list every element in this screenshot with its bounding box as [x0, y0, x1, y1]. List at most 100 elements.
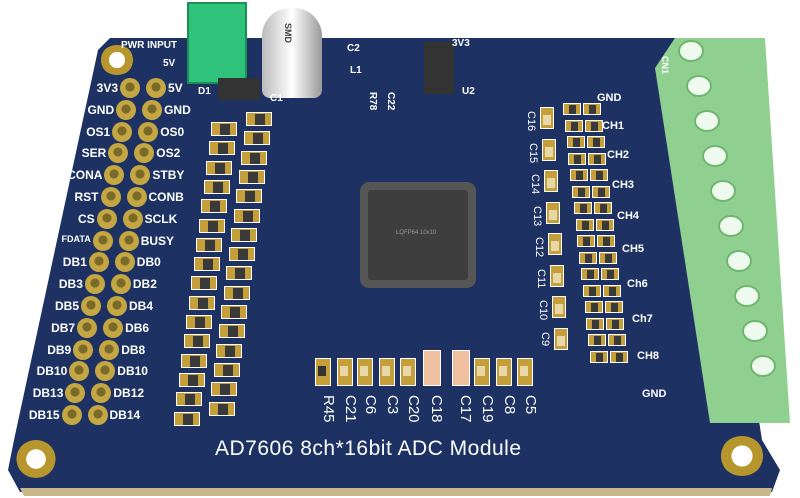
- capacitor: [554, 327, 568, 350]
- resistor: [208, 141, 235, 156]
- header-label-left: 3V3: [96, 81, 118, 95]
- resistor: [186, 315, 212, 329]
- resistor: [178, 372, 205, 387]
- resistor: [211, 122, 237, 136]
- resistor: [173, 411, 200, 426]
- resistor: [183, 334, 210, 349]
- header-pin: [84, 274, 105, 295]
- component-label: C18: [428, 395, 445, 423]
- header-pin: [107, 296, 127, 316]
- header-pin: [112, 121, 133, 142]
- resistor: [188, 295, 215, 310]
- header-pin: [126, 187, 147, 207]
- header-label-right: DB4: [129, 299, 154, 313]
- component-label: C8: [501, 395, 518, 415]
- resistor: [243, 131, 270, 146]
- header-pin: [134, 143, 155, 164]
- l1-label: L1: [350, 65, 362, 76]
- header-label-right: DB0: [136, 255, 161, 270]
- header-pin: [114, 252, 135, 273]
- resistor: [223, 285, 250, 300]
- component-label: C20: [405, 395, 422, 423]
- resistor: [570, 169, 589, 181]
- capacitor-label: C10: [537, 300, 549, 321]
- header-label-right: OS0: [160, 124, 185, 139]
- header-label-right: DB10: [117, 364, 148, 379]
- resistor: [608, 334, 627, 346]
- header-pin: [99, 339, 120, 360]
- header-label-right: CONB: [148, 190, 184, 204]
- c22-label: C22: [385, 92, 396, 111]
- component-label: R45: [320, 395, 337, 423]
- header-pin: [91, 383, 112, 404]
- regulator-u2: [424, 42, 454, 94]
- resistor: [176, 392, 202, 407]
- header-label-left: DB10: [36, 364, 68, 379]
- capacitor: [552, 296, 566, 318]
- electrolytic-capacitor: SMD: [262, 8, 322, 98]
- terminal-label: CH1: [602, 120, 625, 132]
- resistor: [563, 103, 581, 115]
- header-pin: [116, 99, 137, 120]
- terminal-screw: [710, 180, 736, 202]
- resistor: [246, 112, 272, 126]
- resistor: [208, 401, 235, 416]
- header-label-left: DB9: [47, 342, 72, 357]
- header-label-right: DB12: [113, 386, 145, 401]
- component-label: C17: [457, 395, 474, 423]
- resistor: [586, 136, 605, 148]
- header-label-left: DB7: [51, 320, 76, 335]
- resistor: [213, 362, 240, 377]
- regulator-3v3-label: 3V3: [452, 38, 470, 49]
- resistor: [575, 218, 594, 231]
- terminal-screw: [678, 40, 704, 62]
- resistor: [595, 218, 614, 231]
- component: [357, 358, 373, 386]
- header-label-left: SER: [81, 146, 107, 161]
- d1-label: D1: [198, 86, 211, 97]
- terminal-label: CH8: [637, 350, 660, 362]
- terminal-label: Ch6: [627, 278, 648, 290]
- terminal-label: CH4: [617, 210, 640, 222]
- header-pin: [69, 361, 90, 382]
- header-label-right: DB8: [121, 342, 146, 357]
- header-label-left: FDATA: [61, 233, 91, 244]
- resistor: [201, 199, 227, 214]
- header-label-right: STBY: [152, 168, 185, 183]
- resistor: [241, 150, 267, 165]
- resistor: [606, 317, 625, 330]
- resistor: [572, 185, 590, 198]
- component-label: C19: [479, 395, 496, 423]
- header-pin: [61, 405, 82, 425]
- header-pin: [138, 121, 159, 142]
- header-pin: [103, 317, 124, 338]
- cn1-label: CN1: [660, 55, 671, 75]
- header-pin: [110, 274, 131, 295]
- resistor: [610, 350, 628, 363]
- terminal-screw: [694, 110, 720, 132]
- mounting-hole-br: [720, 436, 764, 476]
- resistor: [579, 251, 598, 264]
- header-label-right: 5V: [168, 81, 183, 95]
- resistor: [218, 324, 245, 339]
- header-pin: [108, 143, 129, 164]
- c1-label: C1: [270, 93, 283, 104]
- terminal-label: CH2: [607, 149, 630, 161]
- header-label-right: DB2: [132, 277, 157, 292]
- header-pin: [122, 208, 143, 229]
- component: [315, 358, 331, 386]
- component-label: C21: [342, 395, 359, 423]
- resistor: [221, 305, 247, 319]
- resistor: [193, 257, 220, 272]
- resistor: [584, 119, 603, 132]
- header-label-right: SCLK: [144, 211, 178, 226]
- power-terminal-block[interactable]: [187, 2, 247, 84]
- terminal-label: GND: [597, 92, 622, 104]
- component: [337, 358, 353, 386]
- header-label-left: DB15: [28, 408, 60, 422]
- terminal-screw: [726, 250, 752, 272]
- resistor: [206, 160, 232, 175]
- header-label-left: DB5: [54, 299, 79, 313]
- header-label-left: OS1: [86, 124, 111, 139]
- capacitor: [548, 233, 562, 255]
